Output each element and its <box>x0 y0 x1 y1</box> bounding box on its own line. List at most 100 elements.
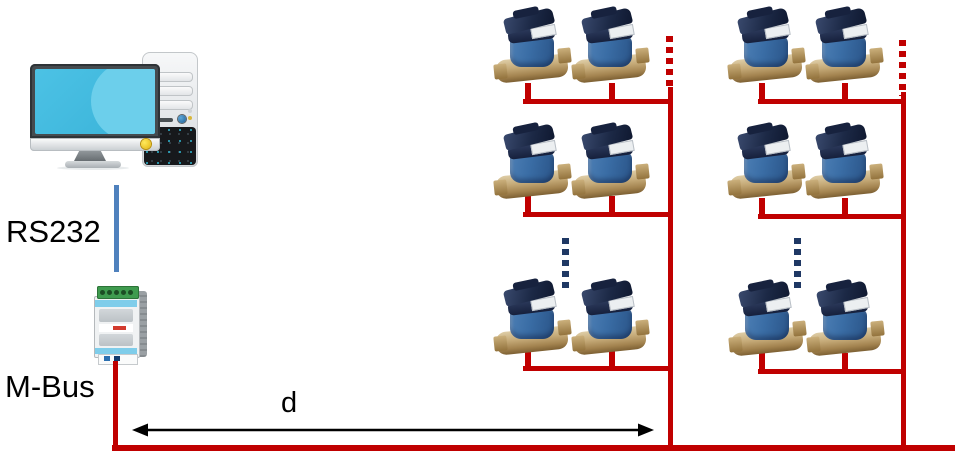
meter-pipe-fitting-right <box>635 47 650 64</box>
terminal-screw <box>121 290 126 295</box>
converter-panel-upper <box>99 309 133 322</box>
meter-pipe-fitting-right <box>792 320 807 337</box>
more-meters-ellipsis-right <box>794 238 801 290</box>
mbus-label: M-Bus <box>5 369 95 404</box>
meter-drop-line <box>759 198 765 215</box>
monitor-power-button <box>141 139 151 149</box>
meter-group-middle-left <box>493 123 650 203</box>
meter-pipe-fitting-left <box>806 336 821 353</box>
power-button <box>178 115 186 123</box>
meter-pipe-fitting-right <box>791 47 806 64</box>
bus-continuation-dots-left <box>666 36 673 91</box>
meter-pipe-fitting-right <box>635 163 650 180</box>
meter-drop-line <box>842 353 848 370</box>
converter-label-strip <box>95 348 137 354</box>
meter-drop-line <box>525 196 531 213</box>
water-meter-icon <box>571 7 650 87</box>
meter-pipe-fitting-right <box>557 319 572 336</box>
meter-pipe-fitting-left <box>728 336 743 353</box>
meter-pipe-fitting-right <box>557 163 572 180</box>
water-meter-icon <box>493 7 572 87</box>
meter-group-bottom-left <box>493 279 650 359</box>
water-meter-icon <box>805 7 884 87</box>
terminal-screw <box>100 290 105 295</box>
water-meter-icon <box>727 123 806 203</box>
meter-drop-line <box>525 83 531 100</box>
meter-pipe-fitting-left <box>571 63 586 80</box>
tower-led <box>188 116 192 120</box>
monitor-stand <box>73 151 107 163</box>
meter-drop-line <box>609 196 615 213</box>
meter-drop-line <box>525 350 531 367</box>
meter-group-middle-right <box>727 123 884 203</box>
more-meters-ellipsis-left <box>562 238 569 290</box>
rs232-cable-line <box>114 185 119 272</box>
drive-bay <box>149 86 193 96</box>
meter-pipe-fitting-left <box>727 63 742 80</box>
distance-arrow <box>132 423 654 437</box>
monitor-icon <box>30 64 160 138</box>
meter-pipe-fitting-right <box>791 163 806 180</box>
drive-bay <box>149 72 193 82</box>
branch-connector-bottom-right <box>758 369 906 374</box>
branch-connector-top-left <box>523 99 673 104</box>
right-riser-line <box>901 92 906 448</box>
meter-pipe-fitting-left <box>493 335 508 352</box>
water-meter-icon <box>806 280 885 360</box>
converter-side-panel <box>138 291 147 357</box>
meter-group-bottom-right <box>728 280 885 360</box>
meter-pipe-fitting-right <box>635 319 650 336</box>
meter-pipe-fitting-right <box>869 47 884 64</box>
monitor-bezel <box>30 138 160 151</box>
left-riser-line <box>668 87 673 448</box>
screen-highlight <box>91 69 155 134</box>
meter-pipe-fitting-left <box>805 63 820 80</box>
water-meter-icon <box>805 123 884 203</box>
meter-drop-line <box>609 83 615 100</box>
branch-connector-middle-left <box>523 212 673 217</box>
branch-connector-bottom-left <box>523 366 673 371</box>
water-meter-icon <box>493 123 572 203</box>
floppy-slot <box>149 118 173 122</box>
water-meter-icon <box>493 279 572 359</box>
monitor-screen <box>35 69 155 134</box>
meter-drop-line <box>609 350 615 367</box>
meter-pipe-fitting-right <box>870 320 885 337</box>
water-meter-icon <box>571 279 650 359</box>
meter-pipe-fitting-right <box>869 163 884 180</box>
meter-drop-line <box>759 83 765 100</box>
branch-connector-middle-right <box>758 214 906 219</box>
converter-logo-mark <box>113 326 126 330</box>
meter-group-top-right <box>727 7 884 87</box>
terminal-contact <box>114 356 120 361</box>
meter-pipe-fitting-left <box>493 179 508 196</box>
meter-pipe-fitting-left <box>571 335 586 352</box>
meter-group-top-left <box>493 7 650 87</box>
terminal-contact <box>104 356 110 361</box>
branch-connector-top-right <box>758 99 906 104</box>
meter-pipe-fitting-left <box>493 63 508 80</box>
monitor-base <box>65 161 121 168</box>
meter-drop-line <box>759 353 765 370</box>
monitor-base-shadow <box>57 166 129 170</box>
water-meter-icon <box>728 280 807 360</box>
water-meter-icon <box>727 7 806 87</box>
distance-label: d <box>281 387 298 419</box>
mbus-trunk-drop-line <box>113 361 118 448</box>
bus-continuation-dots-right <box>899 40 906 96</box>
meter-drop-line <box>842 198 848 215</box>
water-meter-icon <box>571 123 650 203</box>
meter-pipe-fitting-left <box>727 179 742 196</box>
meter-pipe-fitting-left <box>805 179 820 196</box>
terminal-screw <box>128 290 133 295</box>
converter-label-strip <box>95 300 137 307</box>
computer-icon <box>0 0 220 180</box>
meter-drop-line <box>842 83 848 100</box>
rs232-label: RS232 <box>6 214 101 249</box>
terminal-screw <box>107 290 112 295</box>
mbus-bottom-bus-line <box>112 445 955 451</box>
terminal-screw <box>114 290 119 295</box>
drive-bay <box>149 100 193 110</box>
meter-pipe-fitting-right <box>557 47 572 64</box>
